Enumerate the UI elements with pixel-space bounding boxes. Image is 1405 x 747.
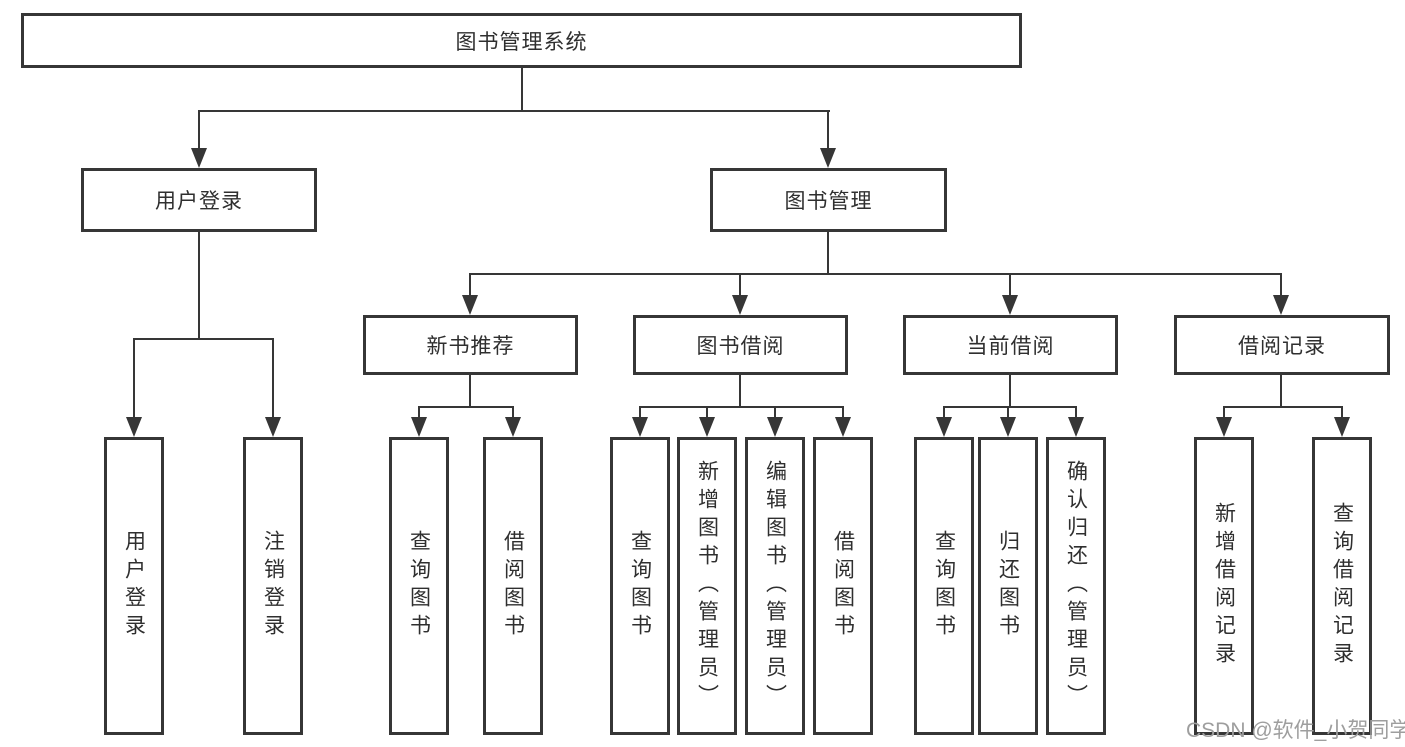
connector-line: [1280, 375, 1282, 406]
connector-line: [943, 406, 1077, 408]
arrowhead-down-icon: [191, 148, 207, 168]
node-book-borrow: 图书借阅: [633, 315, 848, 375]
node-current-borrow-label: 当前借阅: [966, 335, 1055, 358]
arrowhead-down-icon: [936, 417, 952, 437]
connector-line: [133, 338, 274, 340]
leaf-query-books-recommend: 查询图书: [389, 437, 449, 735]
leaf-query-books-borrow-label: 查询图书: [628, 530, 652, 642]
connector-line: [739, 273, 741, 305]
node-root-label: 图书管理系统: [455, 30, 588, 54]
watermark: CSDN @软件_小贺同学: [1186, 719, 1405, 742]
connector-line: [198, 110, 200, 158]
node-new-book-recommend-label: 新书推荐: [426, 335, 515, 358]
leaf-confirm-return-admin-label: 确认归还（管理员）: [1064, 460, 1088, 712]
leaf-return-book-label: 归还图书: [996, 530, 1020, 642]
arrowhead-down-icon: [411, 417, 427, 437]
leaf-edit-book-admin-label: 编辑图书（管理员）: [763, 460, 787, 712]
connector-line: [418, 406, 514, 408]
leaf-query-borrow-record: 查询借阅记录: [1312, 437, 1372, 735]
node-book-management-label: 图书管理: [784, 190, 873, 213]
arrowhead-down-icon: [1002, 295, 1018, 315]
connector-line: [1223, 406, 1343, 408]
connector-line: [469, 375, 471, 406]
leaf-return-book: 归还图书: [978, 437, 1038, 735]
leaf-user-login: 用户登录: [104, 437, 164, 735]
arrowhead-down-icon: [767, 417, 783, 437]
node-current-borrow: 当前借阅: [903, 315, 1118, 375]
leaf-add-book-admin-label: 新增图书（管理员）: [695, 460, 719, 712]
leaf-add-book-admin: 新增图书（管理员）: [677, 437, 737, 735]
leaf-borrow-books-recommend: 借阅图书: [483, 437, 543, 735]
arrowhead-down-icon: [1216, 417, 1232, 437]
leaf-logout: 注销登录: [243, 437, 303, 735]
connector-line: [739, 375, 741, 406]
arrowhead-down-icon: [1068, 417, 1084, 437]
connector-line: [639, 406, 844, 408]
leaf-add-borrow-record-label: 新增借阅记录: [1212, 502, 1236, 670]
arrowhead-down-icon: [126, 417, 142, 437]
connector-line: [469, 273, 471, 305]
connector-line: [1009, 375, 1011, 406]
arrowhead-down-icon: [265, 417, 281, 437]
connector-line: [198, 110, 830, 112]
leaf-confirm-return-admin: 确认归还（管理员）: [1046, 437, 1106, 735]
leaf-borrow-books-recommend-label: 借阅图书: [501, 530, 525, 642]
leaf-borrow-books: 借阅图书: [813, 437, 873, 735]
node-book-borrow-label: 图书借阅: [696, 335, 785, 358]
node-root: 图书管理系统: [21, 13, 1022, 68]
leaf-edit-book-admin: 编辑图书（管理员）: [745, 437, 805, 735]
leaf-query-books-recommend-label: 查询图书: [407, 530, 431, 642]
node-new-book-recommend: 新书推荐: [363, 315, 578, 375]
node-user-login: 用户登录: [81, 168, 317, 232]
leaf-query-books-current-label: 查询图书: [932, 530, 956, 642]
node-borrow-records-label: 借阅记录: [1238, 335, 1326, 358]
arrowhead-down-icon: [505, 417, 521, 437]
arrowhead-down-icon: [1273, 295, 1289, 315]
leaf-query-books-current: 查询图书: [914, 437, 974, 735]
connector-line: [521, 68, 523, 110]
leaf-borrow-books-label: 借阅图书: [831, 530, 855, 642]
arrowhead-down-icon: [632, 417, 648, 437]
connector-line: [133, 338, 135, 428]
arrowhead-down-icon: [699, 417, 715, 437]
node-book-management: 图书管理: [710, 168, 947, 232]
node-borrow-records: 借阅记录: [1174, 315, 1390, 375]
leaf-logout-label: 注销登录: [261, 530, 285, 642]
connector-line: [198, 232, 200, 338]
arrowhead-down-icon: [820, 148, 836, 168]
leaf-query-books-borrow: 查询图书: [610, 437, 670, 735]
connector-line: [827, 232, 829, 273]
arrowhead-down-icon: [835, 417, 851, 437]
connector-line: [1009, 273, 1011, 305]
connector-line: [469, 273, 1282, 275]
arrowhead-down-icon: [1334, 417, 1350, 437]
arrowhead-down-icon: [1000, 417, 1016, 437]
leaf-query-borrow-record-label: 查询借阅记录: [1330, 502, 1354, 670]
leaf-add-borrow-record: 新增借阅记录: [1194, 437, 1254, 735]
connector-line: [827, 110, 829, 158]
arrowhead-down-icon: [462, 295, 478, 315]
leaf-user-login-label: 用户登录: [122, 530, 146, 642]
node-user-login-label: 用户登录: [155, 190, 243, 213]
connector-line: [272, 338, 274, 428]
connector-line: [1280, 273, 1282, 305]
arrowhead-down-icon: [732, 295, 748, 315]
